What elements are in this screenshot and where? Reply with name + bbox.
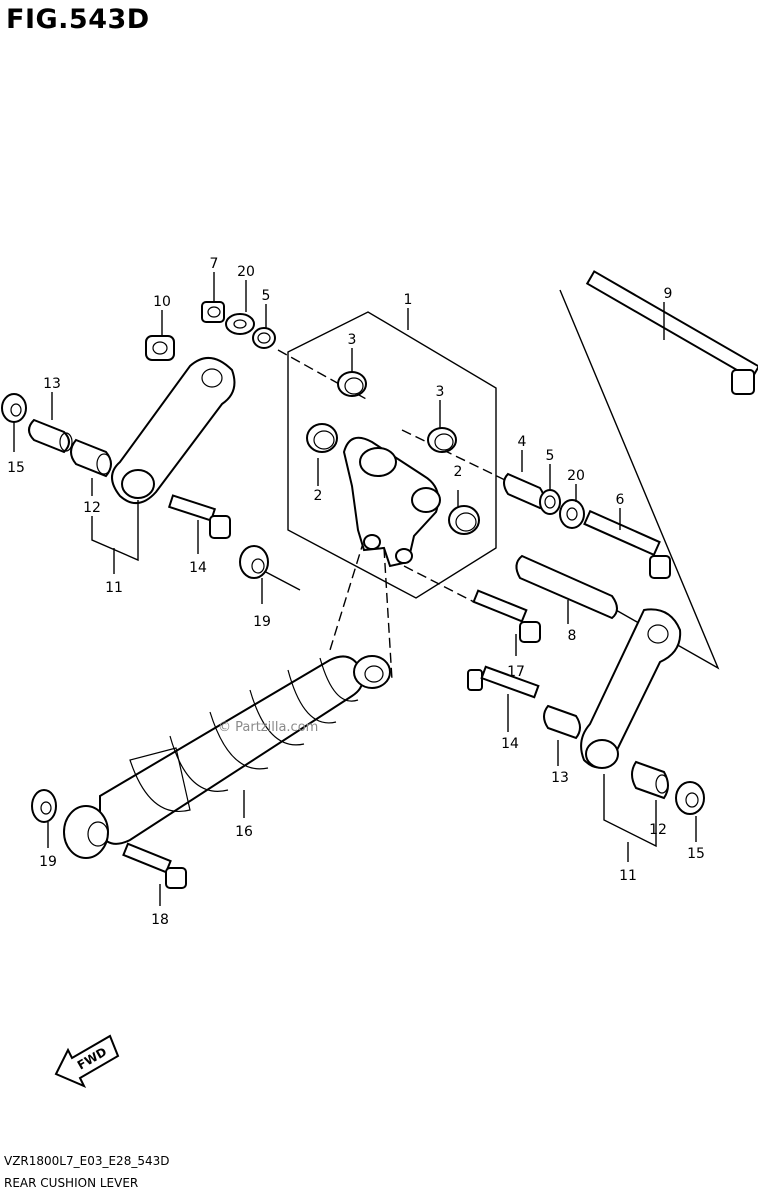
- washer-20-right: [559, 499, 585, 529]
- nut-19-upper: [239, 545, 269, 579]
- nut-10: [145, 335, 175, 361]
- callout-16: 16: [235, 824, 253, 840]
- seal-5-left: [252, 327, 276, 349]
- fwd-arrow: FWD: [54, 1034, 120, 1088]
- callout-20: 20: [237, 264, 255, 280]
- align-line: [329, 539, 365, 651]
- spacer-13-left: [28, 418, 73, 454]
- nut-15-right: [675, 781, 705, 815]
- callout-18: 18: [151, 912, 169, 928]
- callout-15: 15: [7, 460, 25, 476]
- bolt-14-upper: [167, 494, 231, 539]
- spacer-4: [503, 472, 545, 510]
- washer-20-left: [225, 313, 255, 335]
- callout-19: 19: [253, 614, 271, 630]
- nut-15-left: [1, 393, 27, 423]
- bolt-17: [472, 589, 541, 643]
- spacer-13-right: [543, 704, 581, 740]
- callout-14: 14: [501, 736, 519, 752]
- nut-7: [201, 301, 225, 323]
- callout-3: 3: [348, 332, 357, 348]
- callout-9: 9: [664, 286, 673, 302]
- bolt-9: [585, 270, 758, 395]
- seal-5-right: [539, 489, 561, 515]
- lead-line: [261, 569, 301, 591]
- callout-12: 12: [83, 500, 101, 516]
- bolt-6: [583, 509, 671, 579]
- bearing-2-right: [448, 505, 480, 535]
- cushion-lever: [342, 436, 441, 568]
- cushion-rod-right: [580, 608, 682, 769]
- callout-11: 11: [105, 580, 123, 596]
- callout-6: 6: [616, 492, 625, 508]
- watermark: © Partzilla.com: [218, 720, 319, 735]
- bearing-3-right: [427, 427, 457, 453]
- bolt-9-bracket: [527, 289, 720, 670]
- align-line: [383, 547, 393, 681]
- callout-3: 3: [436, 384, 445, 400]
- figure-code: VZR1800L7_E03_E28_543D: [4, 1154, 170, 1168]
- callout-10: 10: [153, 294, 171, 310]
- figure-title: FIG.543D: [6, 4, 150, 35]
- bolt-18: [122, 842, 187, 889]
- figure-name: REAR CUSHION LEVER: [4, 1176, 139, 1190]
- callout-14: 14: [189, 560, 207, 576]
- callout-7: 7: [210, 256, 219, 272]
- sleeve-8: [515, 554, 618, 620]
- callout-11: 11: [619, 868, 637, 884]
- callout-19: 19: [39, 854, 57, 870]
- callout-2: 2: [454, 464, 463, 480]
- callout-8: 8: [568, 628, 577, 644]
- callout-2: 2: [314, 488, 323, 504]
- callout-5: 5: [262, 288, 271, 304]
- align-line: [403, 565, 475, 603]
- callout-15: 15: [687, 846, 705, 862]
- callout-labels: 1 2 2 3 3 4 5 5 6 7 8 9 10 11 11 12 12 1…: [7, 256, 705, 928]
- callout-1: 1: [404, 292, 413, 308]
- callout-17: 17: [507, 664, 525, 680]
- callout-12: 12: [649, 822, 667, 838]
- bolt-14-lower: [467, 665, 540, 699]
- bearing-3-left: [337, 371, 367, 397]
- bearing-12-right: [631, 760, 669, 800]
- leader-lines: [13, 272, 697, 906]
- bearing-2-left: [306, 423, 338, 453]
- callout-20: 20: [567, 468, 585, 484]
- align-line: [277, 349, 369, 401]
- callout-4: 4: [518, 434, 527, 450]
- bearing-12-left: [70, 438, 112, 478]
- lever-assembly-box: [287, 311, 497, 599]
- cushion-rod-left: [111, 357, 236, 504]
- rear-shock-absorber: [63, 655, 391, 859]
- nut-19-lower: [31, 789, 57, 823]
- callout-13: 13: [43, 376, 61, 392]
- callout-5: 5: [546, 448, 555, 464]
- callout-13: 13: [551, 770, 569, 786]
